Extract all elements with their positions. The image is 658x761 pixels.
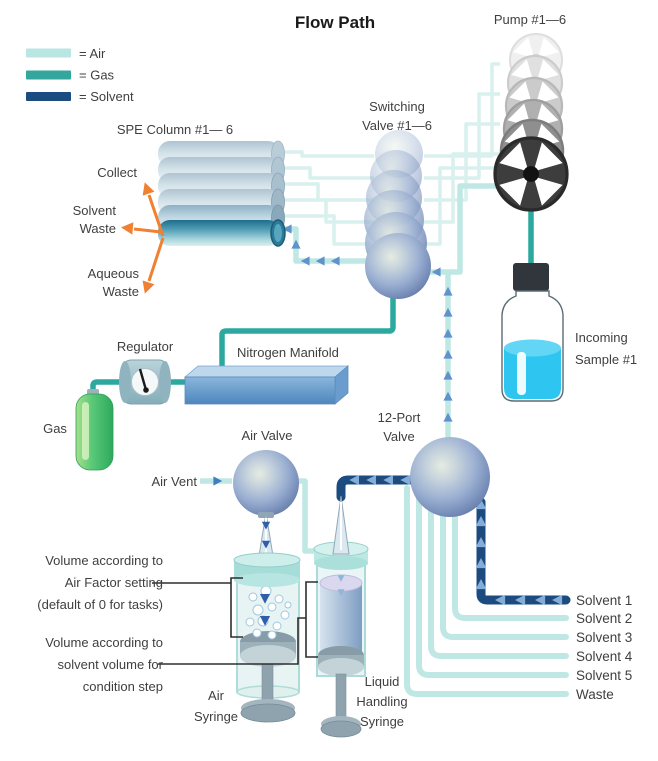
gas-to-regulator-line [90, 379, 122, 397]
pump-front [493, 136, 569, 212]
note-solvent-line-1: Volume according to [45, 635, 163, 650]
valve-to-liquid-syringe-line [336, 475, 455, 502]
switching-valve-label-2: Valve #1—6 [362, 118, 432, 133]
solvent-volume-bracket [158, 581, 318, 665]
aqueous-waste-label-2: Waste [103, 284, 139, 299]
air-vent-label: Air Vent [151, 474, 197, 489]
legend-swatch-solvent [26, 92, 71, 101]
pump-label: Pump #1—6 [494, 12, 566, 27]
legend-air-label: = Air [79, 46, 106, 61]
solvent-waste-label-2: Waste [80, 221, 116, 236]
switching-valve-front [365, 233, 431, 299]
liquid-syringe-label-1: Liquid [365, 674, 400, 689]
annotation-brackets [152, 577, 318, 665]
page-title: Flow Path [295, 13, 375, 32]
twelve-port-label-2: Valve [383, 429, 415, 444]
collect-label: Collect [97, 165, 137, 180]
regulator-label: Regulator [117, 339, 174, 354]
port-label-solvent1: Solvent 1 [576, 593, 632, 608]
incoming-sample-bottle [501, 263, 564, 402]
regulator [119, 359, 171, 405]
legend-solvent-label: = Solvent [79, 89, 134, 104]
port-label-waste: Waste [576, 687, 614, 702]
air-syringe-label-1: Air [208, 688, 225, 703]
liquid-handling-syringe [313, 495, 369, 738]
legend-gas-label: = Gas [79, 68, 115, 83]
switching-valve-label-1: Switching [369, 99, 425, 114]
pump-stack [493, 32, 569, 212]
air-valve-label: Air Valve [241, 428, 292, 443]
pump-to-switching-valve-line [429, 183, 500, 275]
gas-lines [90, 206, 534, 397]
air-valve-to-liquid-syringe-line [298, 478, 318, 554]
legend: = Air = Gas = Solvent [26, 46, 134, 104]
nitrogen-manifold-label: Nitrogen Manifold [237, 345, 339, 360]
solvent-port-lines [404, 485, 569, 697]
note-solvent-line-3: condition step [83, 679, 163, 694]
bottle-highlight [517, 352, 526, 395]
regulator-gauge [131, 368, 159, 396]
inactive-tubing-lines [281, 62, 500, 246]
liquid-syringe-label-2: Handling [356, 694, 407, 709]
twelve-port-valve [410, 437, 490, 517]
air-valve [233, 450, 299, 516]
solvent-active-lines [336, 475, 571, 605]
diagram-labels: Flow Path Pump #1—6 Switching Valve #1—6… [37, 12, 637, 729]
gas-label: Gas [43, 421, 67, 436]
note-solvent-line-2: solvent volume for [58, 657, 164, 672]
legend-swatch-air [26, 48, 71, 58]
note-air-line-3: (default of 0 for tasks) [37, 597, 163, 612]
port-label-solvent5: Solvent 5 [576, 668, 632, 683]
port-label-solvent4: Solvent 4 [576, 649, 633, 664]
air-syringe [233, 512, 301, 723]
column-outlet-arrows [120, 180, 165, 296]
solvent-waste-label-1: Solvent [73, 203, 117, 218]
liquid-syringe-label-3: Syringe [360, 714, 404, 729]
gas-cylinder [75, 389, 114, 471]
air-factor-bracket [152, 577, 243, 638]
incoming-sample-label-1: Incoming [575, 330, 628, 345]
gauge-needle [138, 368, 148, 391]
valve-to-manifold-line [219, 293, 396, 369]
aqueous-waste-label-1: Aqueous [88, 266, 140, 281]
legend-swatch-gas [26, 70, 71, 80]
port-label-solvent3: Solvent 3 [576, 630, 632, 645]
note-air-line-1: Volume according to [45, 553, 163, 568]
nitrogen-manifold [183, 365, 350, 405]
port-label-solvent2: Solvent 2 [576, 611, 632, 626]
spe-column-label: SPE Column #1— 6 [117, 122, 233, 137]
liquid-syringe-base [320, 720, 362, 738]
solvent1-line [476, 497, 571, 605]
switching-valve-stack [364, 130, 431, 299]
twelve-port-label-1: 12-Port [378, 410, 421, 425]
incoming-sample-label-2: Sample #1 [575, 352, 637, 367]
spe-column-stack [158, 140, 286, 247]
note-air-line-2: Air Factor setting [65, 575, 163, 590]
bottle-cap [513, 263, 549, 291]
air-syringe-base [240, 703, 296, 723]
spe-column-active [158, 220, 280, 246]
air-syringe-label-2: Syringe [194, 709, 238, 724]
